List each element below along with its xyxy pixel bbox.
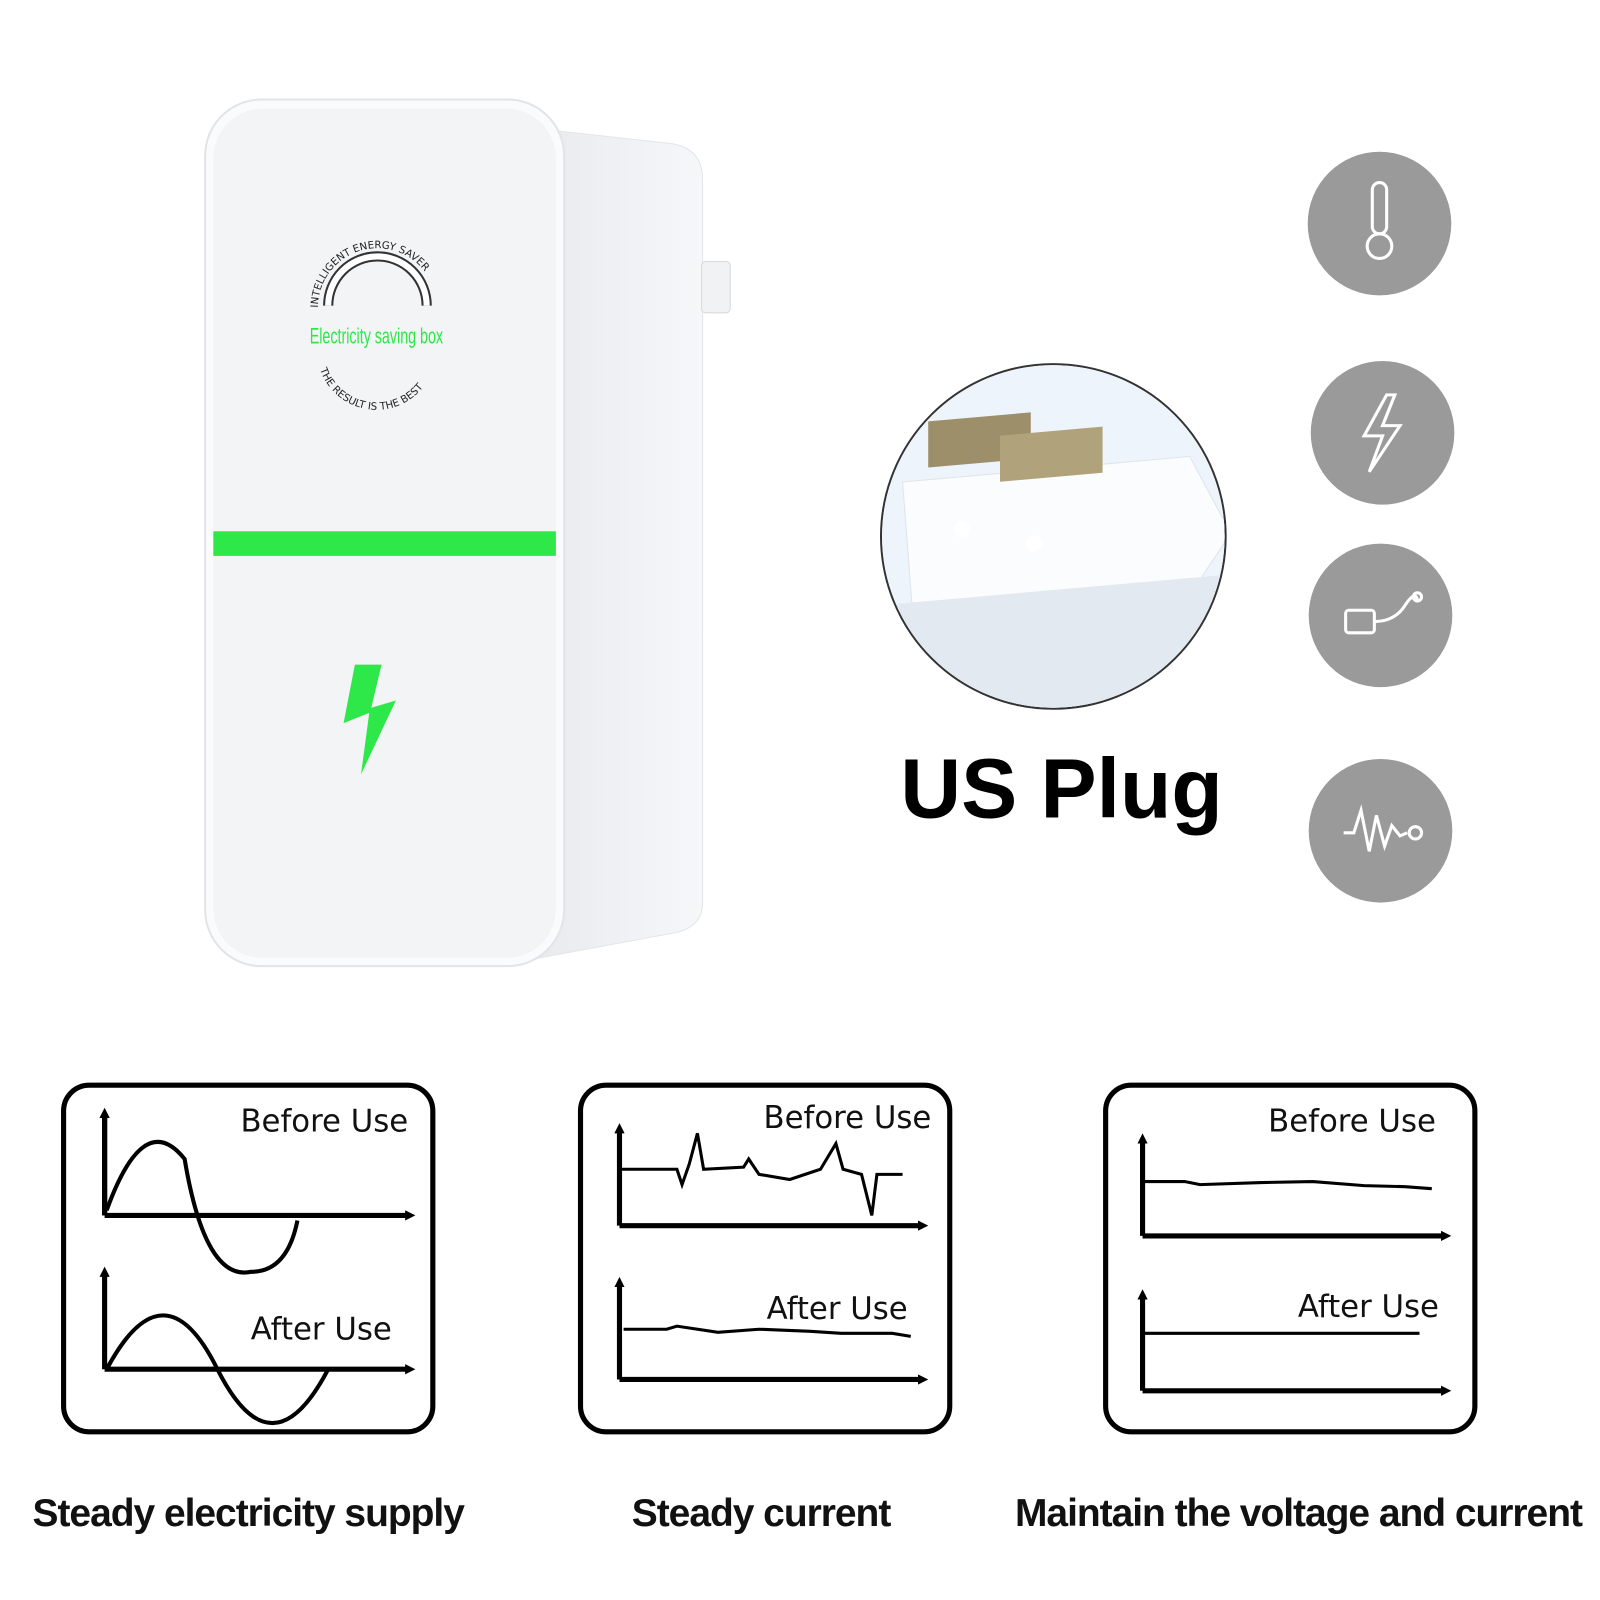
svg-text:Maintain the voltage and curre: Maintain the voltage and current xyxy=(1015,1492,1583,1535)
plug-label: US Plug xyxy=(900,741,1222,835)
svg-text:Steady current: Steady current xyxy=(632,1492,892,1535)
svg-text:After Use: After Use xyxy=(767,1291,908,1327)
green-indicator-bar xyxy=(213,531,556,556)
thermometer-icon xyxy=(1365,181,1394,260)
feature-icons xyxy=(1307,151,1455,903)
panel-maintain-voltage: Before Use After Use Maintain the voltag… xyxy=(1015,1082,1584,1535)
svg-text:Before Use: Before Use xyxy=(764,1100,932,1136)
plug-icon xyxy=(1344,591,1424,635)
svg-text:After Use: After Use xyxy=(251,1311,392,1347)
svg-text:Before Use: Before Use xyxy=(1268,1103,1436,1139)
lightning-icon xyxy=(343,664,396,775)
waveform-icon xyxy=(1343,804,1408,852)
svg-text:Electricity saving box: Electricity saving box xyxy=(310,324,444,349)
svg-text:After Use: After Use xyxy=(1298,1289,1439,1325)
plug-closeup: US Plug xyxy=(880,363,1227,835)
lightning-outline-icon xyxy=(1361,393,1403,473)
panel-steady-current: Before Use After Use Steady current xyxy=(577,1082,953,1535)
svg-text:Before Use: Before Use xyxy=(240,1103,408,1139)
energy-saver-device: INTELLIGENT ENERGY SAVER Electricity sav… xyxy=(204,98,731,968)
panel-steady-supply: Before Use After Use Steady electricity … xyxy=(33,1082,466,1535)
svg-text:Steady electricity supply: Steady electricity supply xyxy=(33,1492,466,1535)
